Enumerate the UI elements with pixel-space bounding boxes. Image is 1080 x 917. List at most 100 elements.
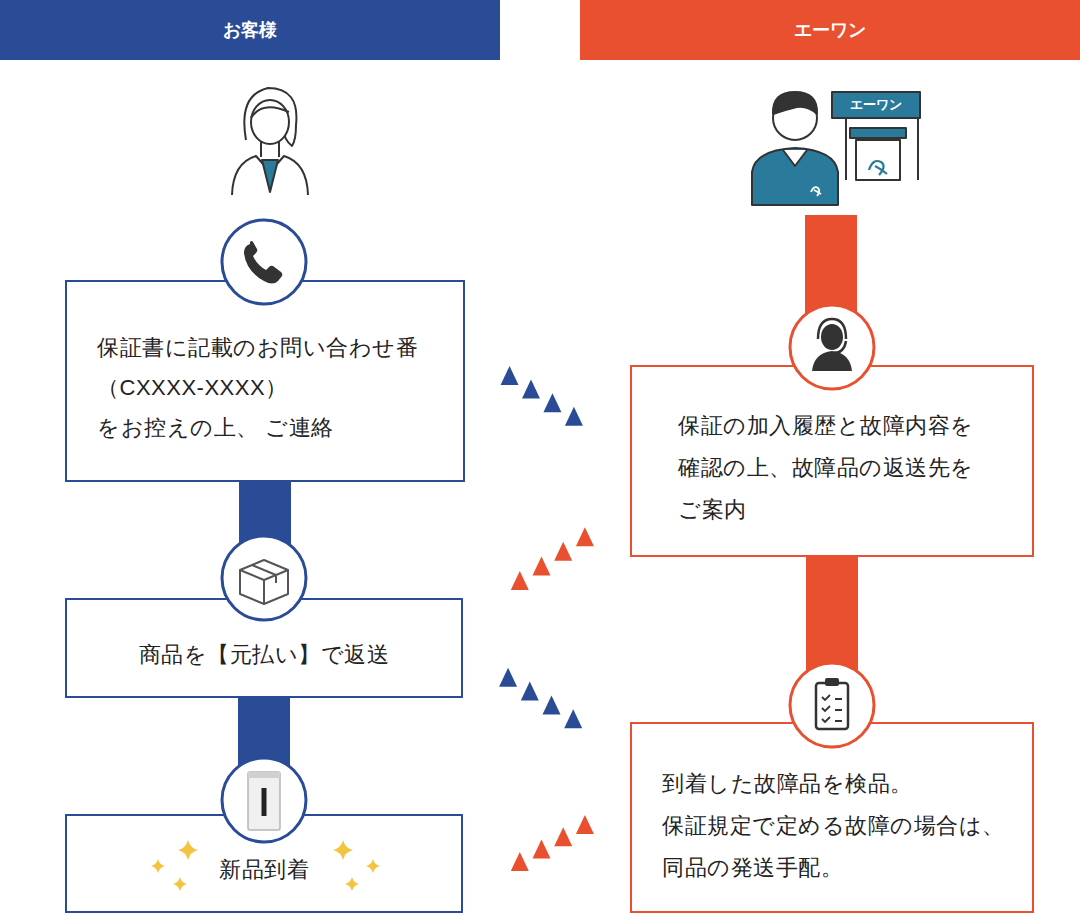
shop-awning xyxy=(850,128,906,138)
arrow-head xyxy=(543,393,561,412)
arrow-head xyxy=(511,852,529,871)
chain-path xyxy=(465,349,630,454)
arrow-chain xyxy=(463,650,630,756)
staff-body xyxy=(752,148,838,205)
text-block: 新品到着 xyxy=(219,854,309,886)
arrow-head xyxy=(521,682,539,701)
operator-headset xyxy=(818,319,846,353)
customer-fringe xyxy=(251,107,289,118)
sparkle xyxy=(178,840,198,860)
arrow-chain xyxy=(465,349,630,454)
phone-glyph xyxy=(244,241,282,284)
text-block: お客様 xyxy=(223,18,277,42)
bar-path xyxy=(806,557,858,722)
timeline-bar xyxy=(265,482,266,598)
process-box: 新品到着 xyxy=(65,814,463,913)
shop-wall xyxy=(845,118,847,180)
shop-logo xyxy=(869,161,887,175)
clipboard-clip xyxy=(825,678,839,686)
arrow-head xyxy=(554,827,572,846)
bar-path xyxy=(238,698,290,814)
icon-circle xyxy=(790,305,874,389)
arrow-head xyxy=(543,695,561,714)
operator-icon xyxy=(790,305,874,389)
arrow-head xyxy=(522,380,540,399)
parcel-glyph xyxy=(240,560,288,604)
arrow-chain xyxy=(463,508,630,620)
arrow-head xyxy=(576,527,594,546)
text-block: エーワン xyxy=(794,18,866,42)
timeline-bar xyxy=(805,215,857,365)
staff-collar xyxy=(783,150,807,166)
arrow-head xyxy=(511,571,529,590)
shop-wall xyxy=(917,118,919,180)
header-text: お客様 xyxy=(223,18,277,42)
process-box: 保証書に記載のお問い合わせ番 （CXXXX-XXXX）をお控えの上、 ご連絡 xyxy=(65,280,465,482)
phone-icon xyxy=(222,220,306,304)
box-text: 商品を【元払い】で返送 xyxy=(139,639,390,671)
arrow-head xyxy=(532,840,550,859)
icon-circle xyxy=(222,220,306,304)
arrow-head xyxy=(576,815,594,834)
sparkles xyxy=(151,840,380,891)
customer-body xyxy=(232,156,308,195)
sparkle xyxy=(151,859,165,873)
box-text: 到着した故障品を検品。 保証規定で定める故障の場合は、 同品の発送手配。 xyxy=(662,763,1022,889)
arrow-head xyxy=(565,407,583,426)
operator-body xyxy=(812,351,852,371)
sparkle xyxy=(333,840,353,860)
checklist-marks xyxy=(822,695,842,722)
header-text: エーワン xyxy=(794,18,866,42)
product-window xyxy=(262,788,267,816)
process-box: 商品を【元払い】で返送 xyxy=(65,598,463,698)
customer-collar xyxy=(262,160,278,192)
product-top xyxy=(248,772,280,778)
chain-path xyxy=(463,650,630,756)
icon-circle xyxy=(790,663,874,747)
staff-logo xyxy=(811,187,821,196)
operator-head xyxy=(821,324,843,350)
icon-circle xyxy=(222,758,306,842)
checklist-icon xyxy=(790,663,874,747)
customer-face xyxy=(251,100,289,144)
process-box: 保証の加入履歴と故障内容を 確認の上、故障品の返送先を ご案内 xyxy=(630,365,1034,557)
parcel-icon xyxy=(222,536,306,620)
staff-figure xyxy=(752,92,920,205)
column-header: お客様 xyxy=(0,0,500,60)
sparkle xyxy=(173,877,187,891)
product-icon xyxy=(222,758,306,842)
arrow-head xyxy=(499,668,517,687)
timeline-bar xyxy=(832,557,833,722)
arrow-chain xyxy=(463,800,630,895)
text-block: 保証書に記載のお問い合わせ番 （CXXXX-XXXX）をお控えの上、 ご連絡 xyxy=(97,328,449,448)
box-text: 保証の加入履歴と故障内容を 確認の上、故障品の返送先を ご案内 xyxy=(678,405,1018,531)
sparkle xyxy=(366,859,380,873)
text-block: 保証の加入履歴と故障内容を 確認の上、故障品の返送先を ご案内 xyxy=(678,405,1018,531)
arrow-head xyxy=(501,366,519,385)
column-header: エーワン xyxy=(580,0,1080,60)
process-box: 到着した故障品を検品。 保証規定で定める故障の場合は、 同品の発送手配。 xyxy=(630,722,1034,913)
icon-circle xyxy=(222,536,306,620)
arrow-head xyxy=(564,709,582,728)
text-block: 到着した故障品を検品。 保証規定で定める故障の場合は、 同品の発送手配。 xyxy=(662,763,1022,889)
box-text: 新品到着 xyxy=(219,854,309,886)
arrow-head xyxy=(554,542,572,561)
chain-path xyxy=(463,508,630,620)
bar-path xyxy=(239,482,291,598)
chain-path xyxy=(463,800,630,895)
text-block: 商品を【元払い】で返送 xyxy=(139,639,390,671)
product-body xyxy=(248,772,280,830)
clipboard xyxy=(816,683,848,729)
shop-door xyxy=(856,140,900,180)
timeline-bar xyxy=(264,698,265,814)
shop-sign xyxy=(832,92,920,118)
arrow-head xyxy=(532,556,550,575)
customer-hair xyxy=(244,88,296,146)
sign-label: エーワン xyxy=(832,92,920,118)
customer-figure xyxy=(232,88,308,195)
staff-hair xyxy=(773,92,817,114)
box-text: 保証書に記載のお問い合わせ番 （CXXXX-XXXX）をお控えの上、 ご連絡 xyxy=(97,328,449,448)
